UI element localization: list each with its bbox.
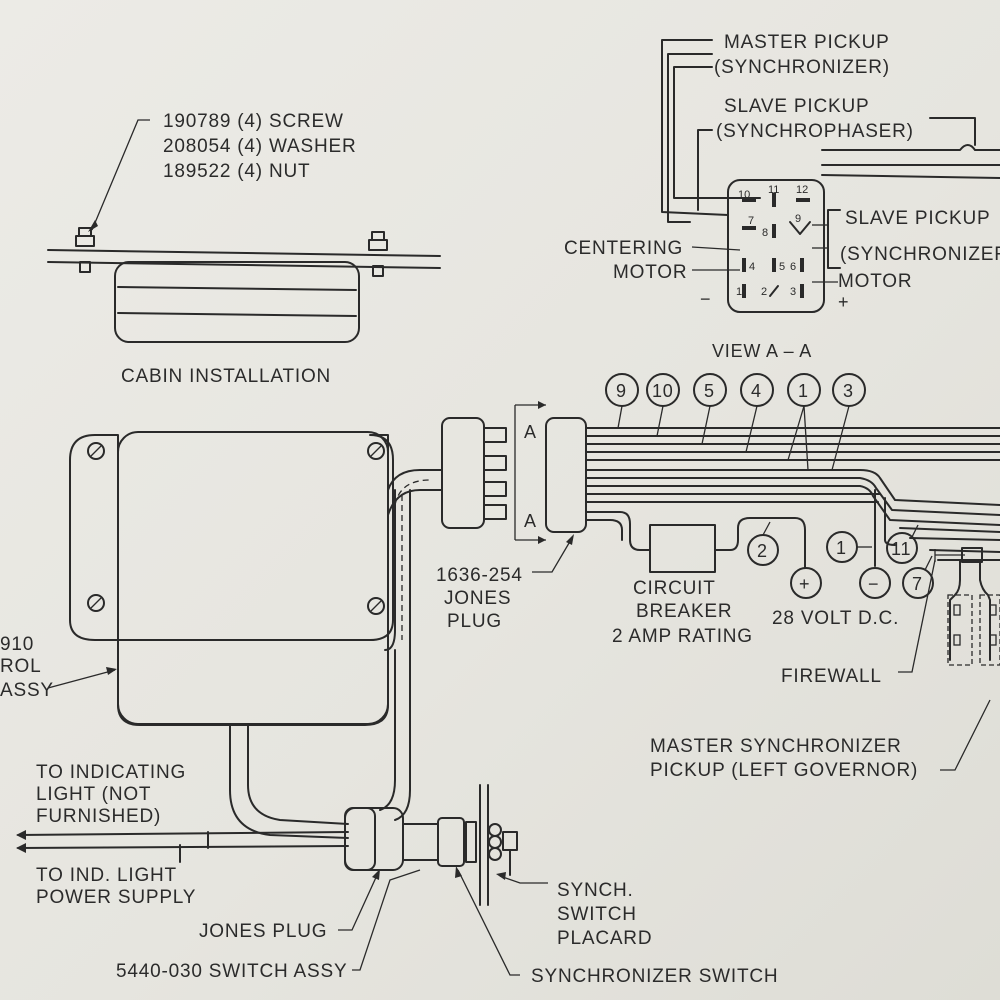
switch-assy-label: 5440-030 SWITCH ASSY	[116, 961, 347, 982]
centering-motor-label-2: MOTOR	[613, 262, 687, 283]
callout-1: 1	[798, 381, 809, 401]
wire-harness	[585, 427, 1000, 771]
connector-plus: +	[838, 292, 849, 312]
master-sync-pickup-label-2: PICKUP (LEFT GOVERNOR)	[650, 760, 918, 781]
pin-5: 5	[779, 261, 785, 273]
pin-6: 6	[790, 261, 796, 273]
view-a-a-label: VIEW A – A	[712, 341, 812, 361]
indicating-light-label-1: TO INDICATING	[36, 762, 186, 783]
screw-label: 190789 (4) SCREW	[163, 111, 344, 132]
section-marker-top: A	[524, 422, 537, 442]
placard-label-2: SWITCH	[557, 904, 637, 925]
jones-plug-label-2: PLUG	[447, 611, 502, 632]
callout-7: 7	[912, 574, 923, 594]
callout-1-minus: 1	[836, 538, 847, 558]
jones-plug-label-1: JONES	[444, 588, 511, 609]
cabin-installation-drawing	[47, 119, 441, 343]
callout-11: 11	[891, 539, 911, 559]
pin-1: 1	[736, 286, 742, 298]
section-marker-bottom: A	[524, 511, 537, 531]
master-pickup-label: MASTER PICKUP	[724, 32, 890, 53]
pin-8: 8	[762, 227, 768, 239]
control-assy-label-1: 910	[0, 634, 34, 655]
plus-terminal: +	[799, 574, 810, 594]
callout-5: 5	[704, 381, 715, 401]
control-box	[47, 431, 394, 726]
minus-terminal: −	[868, 574, 879, 594]
pin-2: 2	[761, 286, 767, 298]
pin-4: 4	[749, 261, 755, 273]
circuit-breaker-label-2: BREAKER	[636, 601, 732, 622]
pin-3: 3	[790, 286, 796, 298]
harness-callouts	[605, 373, 866, 471]
cabin-installation-label: CABIN INSTALLATION	[121, 366, 331, 387]
power-callouts	[747, 521, 934, 599]
indicating-light-label-3: FURNISHED)	[36, 806, 161, 827]
slave-pickup-sync-label: SLAVE PICKUP	[845, 208, 990, 229]
pin-7: 7	[748, 215, 754, 227]
connector-pin-view	[661, 39, 1000, 313]
centering-motor-label-1: CENTERING	[564, 238, 683, 259]
indicating-light-label-2: LIGHT (NOT	[36, 784, 151, 805]
placard-label-3: PLACARD	[557, 928, 652, 949]
callout-3: 3	[843, 381, 854, 401]
screw-right	[368, 231, 388, 277]
master-pickup-sub: (SYNCHRONIZER)	[714, 57, 890, 78]
jones-plug-connector	[441, 401, 587, 573]
control-assy-label-3: ASSY	[0, 680, 54, 701]
callout-2: 2	[757, 541, 768, 561]
switch-assembly	[16, 649, 548, 976]
control-assy-label-2: ROL	[0, 656, 41, 677]
cable-to-jones-plug	[384, 469, 443, 651]
master-sync-pickup-label-1: MASTER SYNCHRONIZER	[650, 736, 902, 757]
slave-pickup-phaser-label: SLAVE PICKUP	[724, 96, 869, 117]
circuit-breaker-label-1: CIRCUIT	[633, 578, 716, 599]
callout-4: 4	[751, 381, 762, 401]
nut-label: 189522 (4) NUT	[163, 161, 310, 182]
jones-plug-label: JONES PLUG	[199, 921, 327, 942]
washer-label: 208054 (4) WASHER	[163, 136, 356, 157]
pin-11: 11	[768, 184, 779, 196]
firewall-label: FIREWALL	[781, 666, 882, 687]
pin-10: 10	[738, 189, 750, 201]
pin-9: 9	[795, 213, 801, 225]
motor-label: MOTOR	[838, 271, 912, 292]
voltage-label: 28 VOLT D.C.	[772, 608, 899, 629]
callout-10: 10	[652, 381, 674, 401]
pin-12: 12	[796, 184, 808, 196]
synchronizer-switch-label: SYNCHRONIZER SWITCH	[531, 966, 778, 987]
screw-left	[75, 227, 95, 273]
callout-9: 9	[616, 381, 627, 401]
slave-pickup-phaser-sub: (SYNCHROPHASER)	[716, 121, 914, 142]
placard-label-1: SYNCH.	[557, 880, 634, 901]
slave-pickup-sync-sub: (SYNCHRONIZER)	[840, 244, 1000, 265]
connector-minus: −	[700, 289, 711, 309]
jones-plug-part-number: 1636-254	[436, 565, 523, 586]
circuit-breaker-rating: 2 AMP RATING	[612, 626, 753, 647]
ind-light-power-label-2: POWER SUPPLY	[36, 887, 196, 908]
ind-light-power-label-1: TO IND. LIGHT	[36, 865, 177, 886]
